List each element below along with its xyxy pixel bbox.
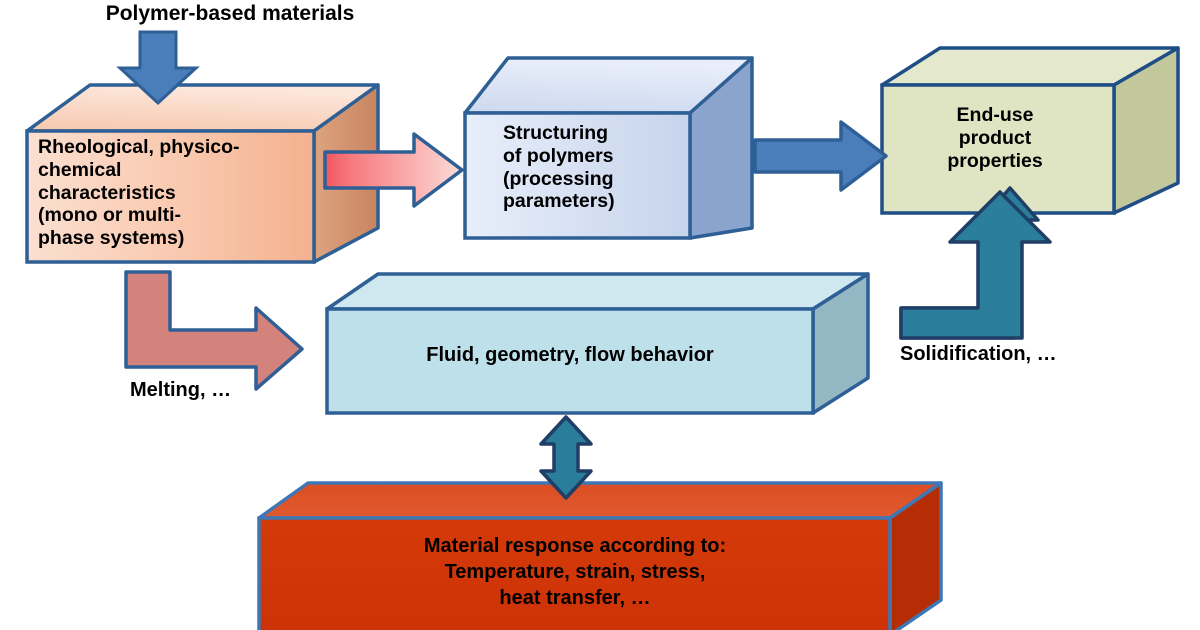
box-enduse-line-1: End-use [956, 104, 1034, 126]
melting-arrow-label: Melting, … [130, 379, 232, 401]
melting-elbow-arrow [124, 270, 304, 391]
box-materials[interactable] [25, 83, 380, 264]
materials-to-structuring-arrow [323, 132, 464, 208]
solidification-elbow-arrow-shape [899, 190, 1052, 340]
structuring-to-enduse-arrow [753, 120, 888, 192]
box-enduse-label: End-use product properties [900, 104, 1090, 172]
box-fluid-line-1: Fluid, geometry, flow behavior [426, 344, 714, 366]
box-response-line-1: Material response according to: [423, 535, 727, 557]
box-structuring-line-2: of polymers [503, 144, 614, 167]
box-fluid-label: Fluid, geometry, flow behavior [350, 344, 790, 367]
box-structuring-line-3: (processing [503, 167, 614, 190]
box-structuring-line-1: Structuring [503, 122, 609, 144]
box-response-line-3: heat transfer, … [499, 587, 651, 609]
box-response-label: Material response according to: Temperat… [290, 533, 860, 611]
box-materials-line-1: Rheological, physico- [38, 136, 240, 158]
box-enduse-line-3: properties [947, 149, 1043, 172]
box-structuring-label: Structuring of polymers (processing para… [503, 122, 693, 213]
box-materials-line-4: (mono or multi- [38, 204, 181, 227]
box-structuring[interactable] [463, 56, 754, 240]
box-response-line-2: Temperature, strain, stress, [444, 561, 706, 583]
polymer-input-arrow [116, 30, 200, 106]
box-structuring-front [463, 111, 692, 240]
box-response-top [257, 481, 943, 520]
box-structuring-line-4: parameters) [503, 190, 615, 213]
box-fluid-front [325, 307, 815, 415]
box-material-response[interactable] [257, 481, 943, 630]
page-title: Polymer-based materials [105, 2, 355, 25]
fluid-response-double-arrow [539, 415, 593, 500]
box-materials-line-5: phase systems) [38, 227, 185, 250]
box-enduse-line-2: product [958, 126, 1032, 149]
box-fluid-top [325, 272, 870, 311]
box-materials-line-3: characteristics [38, 181, 176, 204]
box-materials-front [25, 129, 316, 264]
box-materials-label: Rheological, physico- chemical character… [38, 136, 313, 250]
box-response-front [257, 516, 892, 630]
box-materials-line-2: chemical [38, 158, 122, 181]
solidification-arrow-label: Solidification, … [900, 343, 1057, 365]
box-fluid[interactable] [325, 272, 870, 415]
